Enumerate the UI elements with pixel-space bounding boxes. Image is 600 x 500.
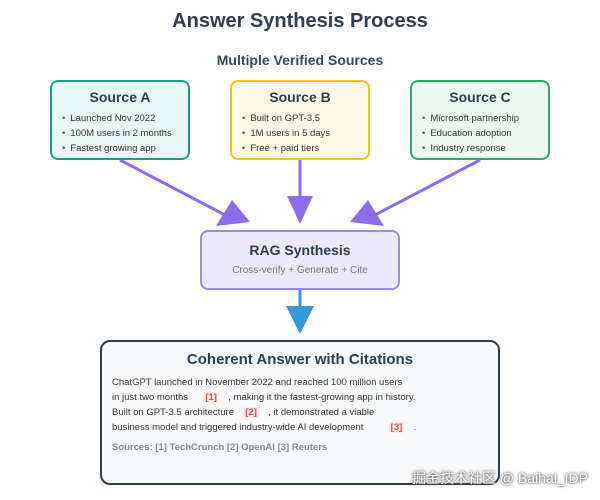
arrowhead-b: [287, 196, 313, 224]
answer-line: ChatGPT launched in November 2022 and re…: [112, 377, 402, 388]
answer-line: in just two months [1] , making it the f…: [112, 392, 416, 403]
source-a-item: Launched Nov 2022: [62, 111, 188, 126]
watermark: 掘金技术社区 @ Baihai_IDP: [411, 470, 588, 486]
source-b-title: Source B: [269, 89, 331, 105]
answer-line: Built on GPT-3.5 architecture [2] , it d…: [112, 407, 374, 418]
citation-3: [3]: [388, 422, 405, 433]
source-a-box: Source A Launched Nov 2022 100M users in…: [50, 80, 190, 160]
rag-subtitle: Cross-verify + Generate + Cite: [232, 265, 368, 276]
source-c-title: Source C: [449, 89, 511, 105]
rag-synthesis-box: RAG Synthesis Cross-verify + Generate + …: [200, 230, 400, 290]
source-c-item: Industry response: [422, 141, 548, 156]
diagram-title: Answer Synthesis Process: [172, 10, 428, 32]
answer-title: Coherent Answer with Citations: [186, 351, 414, 368]
source-b-item: Free + paid tiers: [242, 141, 368, 156]
source-b-item: 1M users in 5 days: [242, 126, 368, 141]
citation-2: [2]: [243, 407, 259, 418]
source-b-box: Source B Built on GPT-3.5 1M users in 5 …: [230, 80, 370, 160]
answer-text: in just two months: [112, 392, 189, 403]
answer-line: business model and triggered industry-wi…: [112, 422, 416, 433]
arrow-a-to-rag: [119, 158, 226, 217]
source-a-item: 100M users in 2 months: [62, 126, 188, 141]
answer-text: , making it the fastest-growing app in h…: [228, 392, 416, 403]
answer-text: ChatGPT launched in November 2022 and re…: [112, 377, 403, 388]
answer-text: .: [413, 422, 417, 433]
sources-footer: Sources: [1] TechCrunch [2] OpenAI [3] R…: [112, 442, 328, 453]
source-a-title: Source A: [89, 89, 151, 105]
arrowhead-answer: [286, 306, 314, 334]
source-b-item: Built on GPT-3.5: [242, 111, 368, 126]
citation-1: [1]: [203, 392, 219, 403]
source-c-item: Microsoft partnership: [422, 111, 548, 126]
arrow-c-to-rag: [374, 158, 481, 217]
source-c-box: Source C Microsoft partnership Education…: [410, 80, 550, 160]
answer-text: business model and triggered industry-wi…: [112, 422, 364, 433]
arrowhead-c: [350, 200, 384, 226]
source-a-item: Fastest growing app: [62, 141, 188, 156]
arrowhead-a: [216, 200, 250, 226]
rag-title: RAG Synthesis: [249, 242, 351, 258]
sources-heading: Multiple Verified Sources: [216, 52, 384, 68]
answer-text: Built on GPT-3.5 architecture: [112, 407, 234, 418]
source-c-item: Education adoption: [422, 126, 548, 141]
answer-text: , it demonstrated a viable: [268, 407, 375, 418]
answer-box: Coherent Answer with Citations ChatGPT l…: [100, 340, 500, 485]
